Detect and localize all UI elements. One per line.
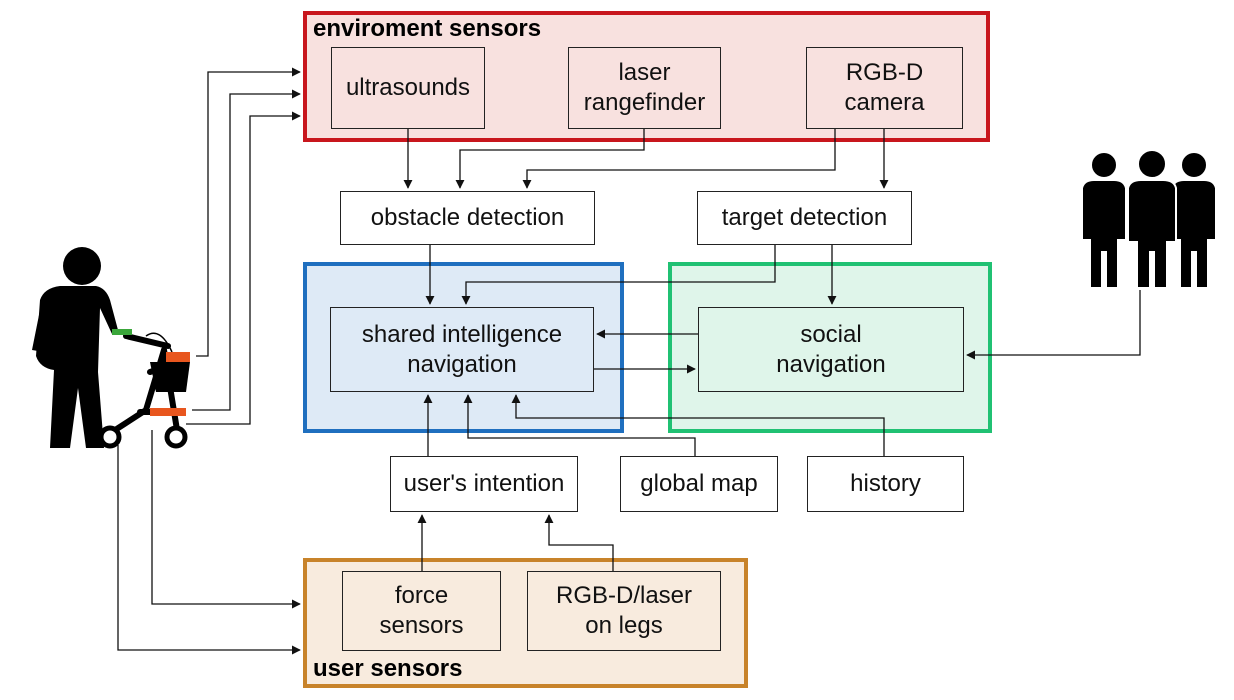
ultrasounds-node: ultrasounds [331,47,485,129]
walker-to-env-arrow-1 [196,67,301,357]
laser-to-obstacle-arrow [455,129,645,189]
walker-to-user-sensors-arrow-2 [117,445,301,655]
users-intention-node: user's intention [390,456,578,512]
global-map-node: global map [620,456,778,512]
environment-sensors-group: enviroment sensors [303,11,990,142]
walker-to-user-sensors-arrow-1 [151,430,301,609]
shared-intelligence-navigation-node: shared intelligence navigation [330,307,594,392]
camera-to-obstacle-arrow [522,129,836,189]
force-sensors-node: force sensors [342,571,501,651]
environment-sensors-title: enviroment sensors [313,15,542,42]
crowd-to-social-nav-arrow [966,290,1141,360]
walker-to-env-arrow-3 [186,111,301,425]
group-of-people-icon [1081,149,1217,289]
target-to-shared-nav-arrow [461,245,776,305]
history-to-shared-nav-arrow [511,394,885,456]
social-navigation-node: social navigation [698,307,964,392]
shared-navigation-group [303,262,624,433]
walker-to-env-arrow-2 [192,89,301,411]
rgbd-camera-node: RGB-D camera [806,47,963,129]
target-detection-node: target detection [697,191,912,245]
legs-to-intention-arrow [544,514,614,571]
global-map-to-shared-nav-arrow [463,394,696,456]
laser-rangefinder-node: laser rangefinder [568,47,721,129]
user-sensors-title: user sensors [313,655,463,682]
user-sensors-group: user sensors [303,558,748,688]
person-with-rollator-icon [32,247,190,449]
social-navigation-group [668,262,992,433]
history-node: history [807,456,964,512]
obstacle-detection-node: obstacle detection [340,191,595,245]
rgbd-laser-on-legs-node: RGB-D/laser on legs [527,571,721,651]
